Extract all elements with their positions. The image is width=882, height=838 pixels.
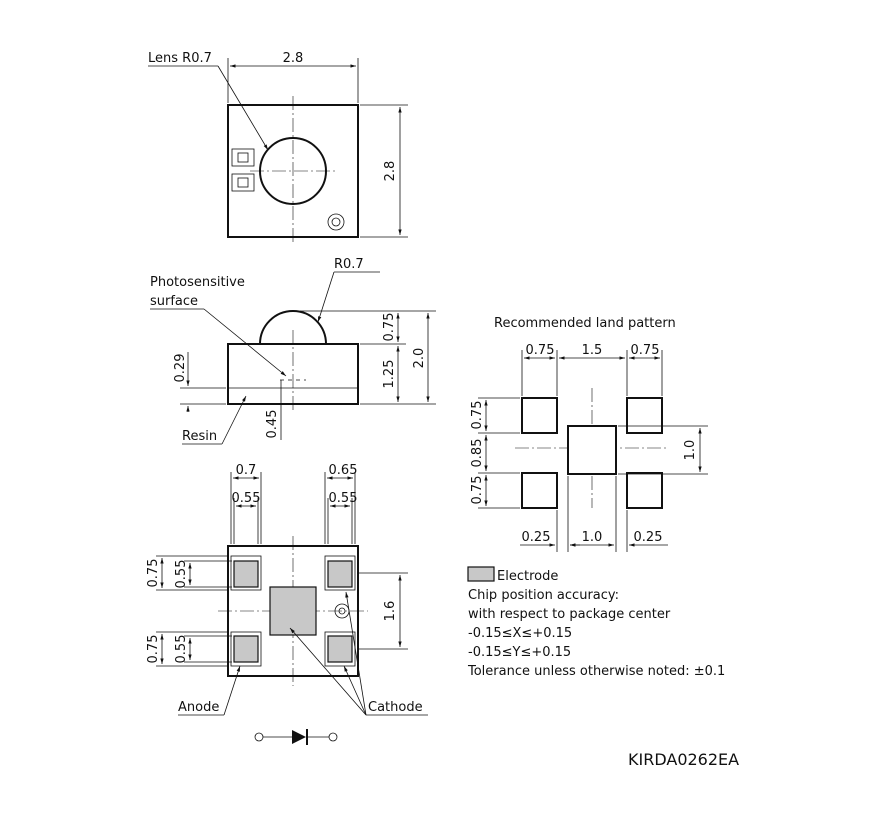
dim-0-55-top: 0.55 — [174, 560, 189, 589]
note-line-4: -0.15≤Y≤+0.15 — [468, 645, 571, 660]
photosensitive-label-1: Photosensitive — [150, 275, 245, 290]
top-width-dim: 2.8 — [283, 51, 304, 66]
dim-0-29: 0.29 — [173, 354, 188, 383]
top-view: 2.8 2.8 Lens R0.7 — [148, 51, 408, 245]
dim-0-45: 0.45 — [265, 410, 280, 439]
anode-label: Anode — [178, 700, 219, 715]
land-pattern-title: Recommended land pattern — [494, 316, 676, 331]
land-pattern: Recommended land pattern 0.75 1.5 0.75 0… — [470, 316, 708, 552]
land-dim-v-0-85: 0.85 — [470, 439, 485, 468]
dim-lens-height: 0.75 — [382, 313, 397, 342]
lens-label: Lens R0.7 — [148, 51, 212, 66]
cathode-label: Cathode — [368, 700, 423, 715]
diode-symbol-icon — [254, 729, 338, 745]
electrode-legend-swatch — [467, 566, 495, 582]
electrode-center — [269, 586, 317, 636]
land-dim-1-5: 1.5 — [582, 343, 603, 358]
electrode-bottom-right — [327, 635, 353, 663]
drawing-id: KIRDA0262EA — [628, 750, 739, 769]
photosensitive-label-2: surface — [150, 294, 198, 309]
land-center — [567, 425, 617, 475]
resin-label: Resin — [182, 429, 217, 444]
land-dim-v-0-75-bottom: 0.75 — [470, 476, 485, 505]
land-dim-0-25-left: 0.25 — [522, 530, 551, 545]
electrode-legend-label: Electrode — [497, 569, 558, 584]
dim-0-65: 0.65 — [329, 463, 358, 478]
note-line-2: with respect to package center — [468, 607, 671, 622]
dim-0-75-bottom: 0.75 — [146, 635, 161, 664]
side-view: Photosensitive surface R0.7 0.75 1.25 2.… — [150, 257, 436, 445]
bottom-view: 0.7 0.55 0.65 0.55 0.75 0.55 0.75 0.55 1… — [146, 463, 428, 745]
land-dim-1-0-vertical: 1.0 — [683, 440, 698, 461]
dim-0-7: 0.7 — [236, 463, 257, 478]
electrode-bottom-left — [233, 635, 259, 663]
land-bottom-right — [626, 472, 663, 509]
side-lens-dome — [259, 310, 327, 345]
land-dim-1-0-bottom: 1.0 — [582, 530, 603, 545]
dim-0-75-top: 0.75 — [146, 559, 161, 588]
notes: Electrode Chip position accuracy: with r… — [467, 566, 725, 679]
land-bottom-left — [521, 472, 558, 509]
electrode-top-left — [233, 560, 259, 588]
dim-total-height: 2.0 — [412, 348, 427, 369]
land-dim-0-75-left: 0.75 — [526, 343, 555, 358]
dim-body-height: 1.25 — [382, 360, 397, 389]
land-top-right — [626, 397, 663, 434]
note-line-1: Chip position accuracy: — [468, 588, 619, 603]
electrode-top-right — [327, 560, 353, 588]
note-line-3: -0.15≤X≤+0.15 — [468, 626, 572, 641]
index-mark-lower — [231, 173, 255, 192]
land-dim-0-25-right: 0.25 — [634, 530, 663, 545]
land-dim-v-0-75-top: 0.75 — [470, 401, 485, 430]
dim-0-55-left: 0.55 — [232, 491, 261, 506]
note-line-5: Tolerance unless otherwise noted: ±0.1 — [467, 664, 725, 679]
index-mark-upper — [231, 148, 255, 167]
top-height-dim: 2.8 — [383, 161, 398, 182]
dim-0-55-bottom: 0.55 — [174, 635, 189, 664]
radius-label: R0.7 — [334, 257, 364, 272]
land-dim-0-75-right: 0.75 — [631, 343, 660, 358]
dim-0-55-right: 0.55 — [329, 491, 358, 506]
dim-1-6: 1.6 — [383, 601, 398, 622]
orientation-circle-icon — [327, 213, 345, 231]
land-top-left — [521, 397, 558, 434]
